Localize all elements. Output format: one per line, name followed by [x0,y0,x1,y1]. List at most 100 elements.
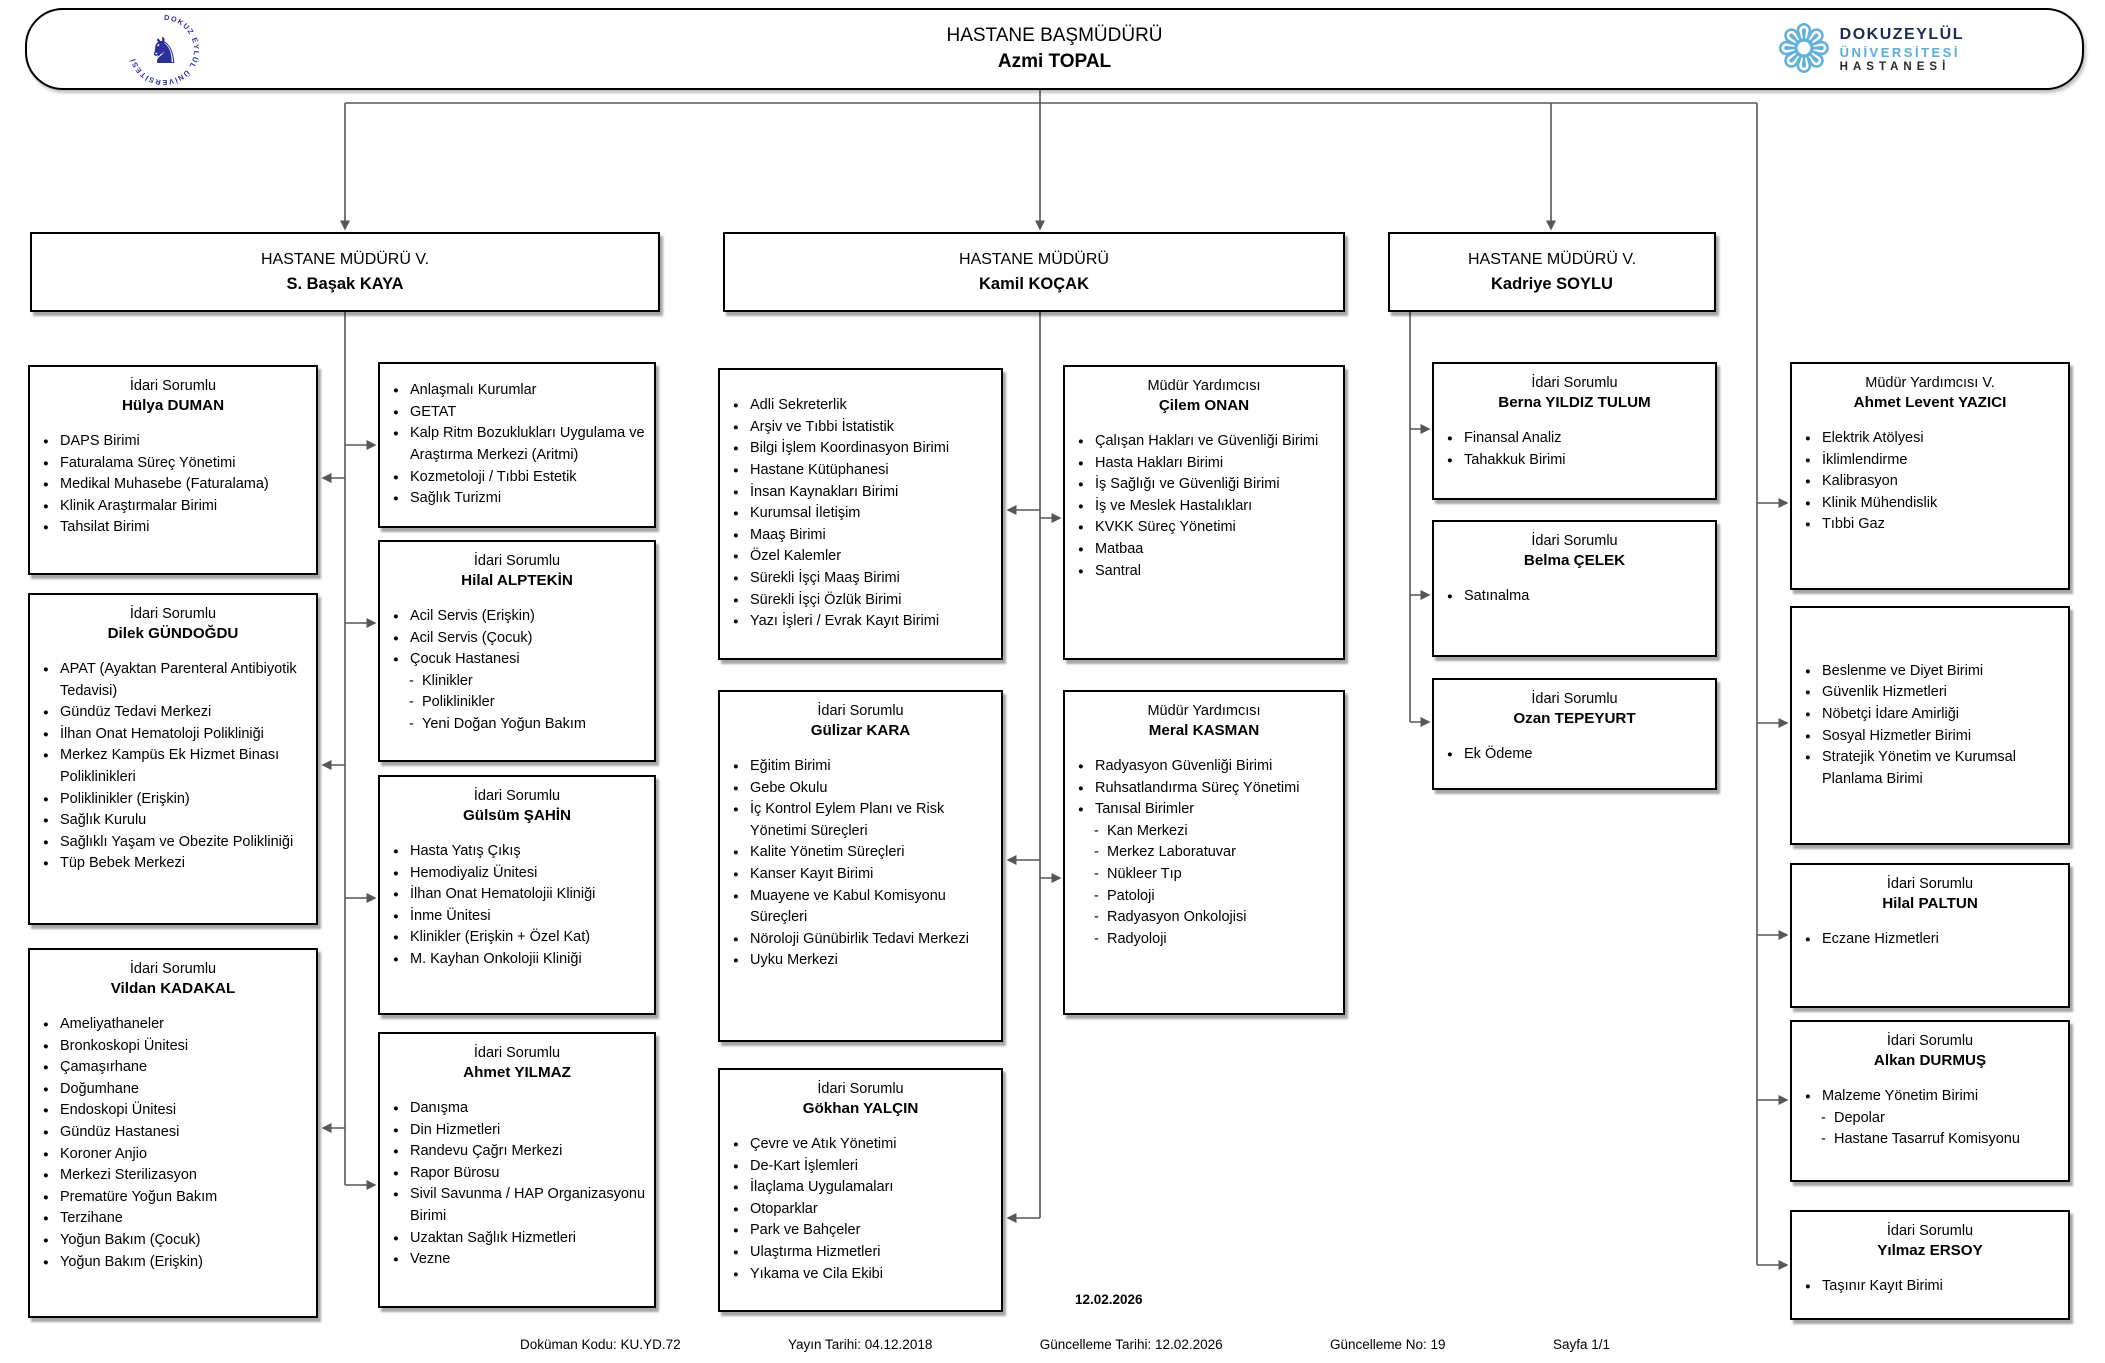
bullet-icon: ● [1078,436,1084,447]
bullet-icon: ● [733,933,739,945]
list-item: ●Ulaştırma Hizmetleri [733,1242,993,1264]
list-item: ●Radyasyon Güvenliği Birimi [1078,756,1335,778]
title-role: HASTANE BAŞMÜDÜRÜ [946,25,1163,46]
bullet-icon: ● [733,782,739,794]
bullet-icon: ● [1805,476,1811,488]
unit-item-list: ●Satınalma [1434,586,1715,608]
list-item-text: Kan Merkezi [1107,822,1188,839]
list-item-text: Çevre ve Atık Yönetimi [750,1136,897,1152]
list-item-text: Eğitim Birimi [750,758,831,774]
list-item: ●Tahakkuk Birimi [1447,450,1707,472]
list-item-text: Sağlıklı Yaşam ve Obezite Polikliniği [60,833,294,850]
bullet-icon: ● [1805,665,1811,677]
list-item: ●Bronkoskopi Ünitesi [43,1036,308,1058]
bullet-icon: ● [1805,730,1811,742]
bullet-icon: ● [393,953,399,965]
bullet-icon: ● [1078,457,1084,469]
list-item: ●Taşınır Kayıt Birimi [1805,1276,2060,1298]
list-item: ●Çocuk Hastanesi [393,649,646,671]
footer-guncelleme-no: Güncelleme No: 19 [1330,1337,1446,1352]
bullet-icon: ● [43,1105,49,1117]
list-item-text: Yoğun Bakım (Erişkin) [60,1253,203,1270]
bullet-icon: ● [393,632,399,644]
box-hastane-muduru-v-basak-kaya: HASTANE MÜDÜRÜ V. S. Başak KAYA [30,232,660,312]
bullet-icon: ● [393,1189,399,1201]
unit-role: İdari Sorumlu [1886,876,1974,892]
list-item: ●APAT (Ayaktan Parenteral Antibiyotik Te… [43,659,308,702]
list-item: ●Çalışan Hakları ve Güvenliği Birimi [1078,431,1335,453]
unit-item-list: ●Ek Ödeme [1434,744,1715,766]
list-item: ●Ruhsatlandırma Süreç Yönetimi [1078,778,1335,800]
bullet-icon: ● [733,443,739,455]
list-item: ●Sürekli İşçi Maaş Birimi [733,568,993,590]
list-item: ●Poliklinikler (Erişkin) [43,789,308,811]
list-item-text: Hastane Tasarruf Komisyonu [1834,1131,2020,1148]
list-item: ●Rapor Bürosu [393,1163,646,1185]
bullet-icon: ● [393,1103,399,1114]
director-role: HASTANE MÜDÜRÜ [959,250,1109,268]
list-item-text: Satınalma [1464,588,1530,604]
list-item-text: Gündüz Tedavi Merkezi [60,704,212,721]
list-item: ● Endoskopi Ünitesi [43,1100,308,1122]
bullet-icon: ● [43,1062,49,1074]
list-item-text: Hastane Kütüphanesi [750,462,889,479]
title-name: Azmi TOPAL [997,51,1112,72]
unit-role: İdari Sorumlu [1531,375,1618,391]
list-item: ●Sürekli İşçi Özlük Birimi [733,590,993,612]
list-item-text: Nükleer Tıp [1107,865,1182,882]
bullet-icon: ● [733,1246,739,1258]
bullet-icon: ● [393,1232,399,1244]
bullet-icon: ● [43,1148,49,1160]
list-item-text: Park ve Bahçeler [750,1222,861,1239]
bullet-icon: ● [43,1019,49,1030]
hospital-logo-text: DOKUZEYLÜL ÜNİVERSİTESİ HASTANESİ [1840,26,1964,73]
list-item: ●Kozmetoloji / Tıbbi Estetik [393,467,646,489]
unit-item-list: ●Taşınır Kayıt Birimi [1792,1276,2068,1298]
unit-name: Çilem ONAN [1158,397,1250,414]
dash-marker-icon: - [409,694,414,711]
list-item-text: Finansal Analiz [1464,430,1562,446]
list-item-text: Kozmetoloji / Tıbbi Estetik [410,468,577,485]
org-box-c1: ●Adli Sekreterlik●Arşiv ve Tıbbi İstatis… [718,368,1003,660]
bullet-icon: ● [43,793,49,805]
list-item-text: Koroner Anjio [60,1145,148,1162]
list-item-text: İç Kontrol Eylem Planı ve Risk Yönetimi … [750,801,945,839]
list-item: ●Sivil Savunma / HAP Organizasyonu Birim… [393,1184,646,1227]
unit-item-list: ●Beslenme ve Diyet Birimi●Güvenlik Hizme… [1792,661,2068,791]
bullet-icon: ● [43,1126,49,1138]
list-item: ●Matbaa [1078,539,1335,561]
list-item-text: Elektrik Atölyesi [1822,430,1924,446]
bullet-icon: ● [733,572,739,584]
dash-marker-icon: - [409,672,414,689]
list-item-text: Yeni Doğan Yoğun Bakım [422,715,586,732]
bullet-icon: ● [733,486,739,498]
unit-name: Alkan DURMUŞ [1873,1052,1987,1069]
list-item: ●Faturalama Süreç Yönetimi [43,453,308,475]
list-item: ●Sağlıklı Yaşam ve Obezite Polikliniği [43,832,308,854]
dash-marker-icon: - [1094,930,1099,947]
bullet-icon: ● [43,479,49,491]
list-item: ●Stratejik Yönetim ve Kurumsal Planlama … [1805,747,2060,790]
list-item: ●İlhan Onat Hematolojii Kliniği [393,884,646,906]
dash-marker-icon: - [1821,1131,1826,1148]
bullet-icon: ● [1078,804,1084,816]
unit-name: Vildan KADAKAL [110,980,236,997]
list-item: ●Doğumhane [43,1079,308,1101]
bullet-icon: ● [733,400,739,412]
list-item-text: KVKK Süreç Yönetimi [1095,519,1236,536]
list-item-text: Endoskopi Ünitesi [60,1102,177,1119]
bullet-icon: ● [393,428,399,440]
list-item-text: Nöbetçi İdare Amirliği [1822,705,1959,722]
director-role: HASTANE MÜDÜRÜ V. [260,250,430,268]
bullet-icon: ● [393,846,399,857]
